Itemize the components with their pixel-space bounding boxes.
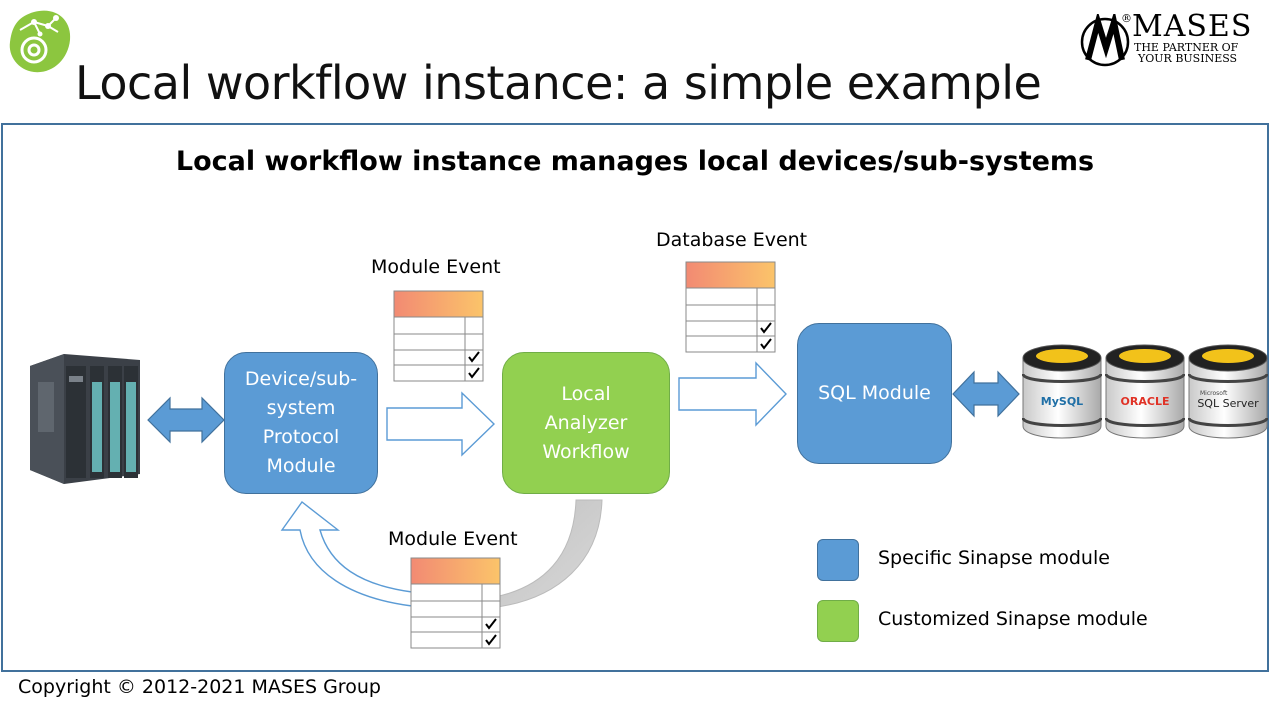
database-cylinder-icon [1104,344,1186,439]
analyzer-feedback-curve [489,499,603,609]
legend-customized-label: Customized Sinapse module [878,608,1148,630]
analyzer-to-sql-arrow [678,361,787,427]
database-sqlserver: Microsoft SQL Server [1187,344,1269,442]
page-title: Local workflow instance: a simple exampl… [75,56,1042,110]
module-event-bottom-table-icon [410,557,501,649]
plc-device-icon [30,354,140,484]
database-event-table-icon [685,261,776,353]
brand-registered: ® [1121,12,1132,25]
copyright: Copyright © 2012-2021 MASES Group [18,676,381,698]
database-mysql: MySQL [1021,344,1103,442]
mysql-logo-text: MySQL [1040,395,1084,408]
protocol-module[interactable]: Device/sub-system Protocol Module [224,352,378,494]
sql-module[interactable]: SQL Module [797,323,952,464]
legend-specific-swatch [817,539,859,581]
mases-monogram-icon [1080,14,1130,67]
diagram-frame [1,123,1269,672]
sqlserver-logo-text: SQL Server [1197,397,1259,410]
module-event-top-label: Module Event [371,256,501,278]
feedback-to-protocol-arrow [280,500,413,607]
protocol-to-analyzer-arrow [386,391,496,457]
module-event-top-table-icon [393,290,484,382]
brand-tagline-2: YOUR BUSINESS [1138,52,1238,65]
brand-tagline-1: THE PARTNER OF [1134,41,1239,54]
mases-logo: ® MASES THE PARTNER OF YOUR BUSINESS [1080,12,1265,72]
plc-double-arrow [147,396,225,444]
database-cylinder-icon [1021,344,1103,439]
database-cylinder-icon [1187,344,1269,439]
brand-name: MASES [1132,9,1253,44]
sql-db-double-arrow [952,370,1020,418]
legend-specific-label: Specific Sinapse module [878,547,1110,569]
database-oracle: ORACLE [1104,344,1186,442]
legend-customized-swatch [817,600,859,642]
oracle-logo-text: ORACLE [1120,395,1170,408]
database-event-label: Database Event [656,229,808,251]
analyzer-workflow-module[interactable]: Local Analyzer Workflow [502,352,670,494]
sinapse-logo [4,4,74,76]
diagram-subtitle: Local workflow instance manages local de… [175,146,1095,177]
sqlserver-microsoft-text: Microsoft [1200,390,1228,397]
module-event-bottom-label: Module Event [388,528,518,550]
